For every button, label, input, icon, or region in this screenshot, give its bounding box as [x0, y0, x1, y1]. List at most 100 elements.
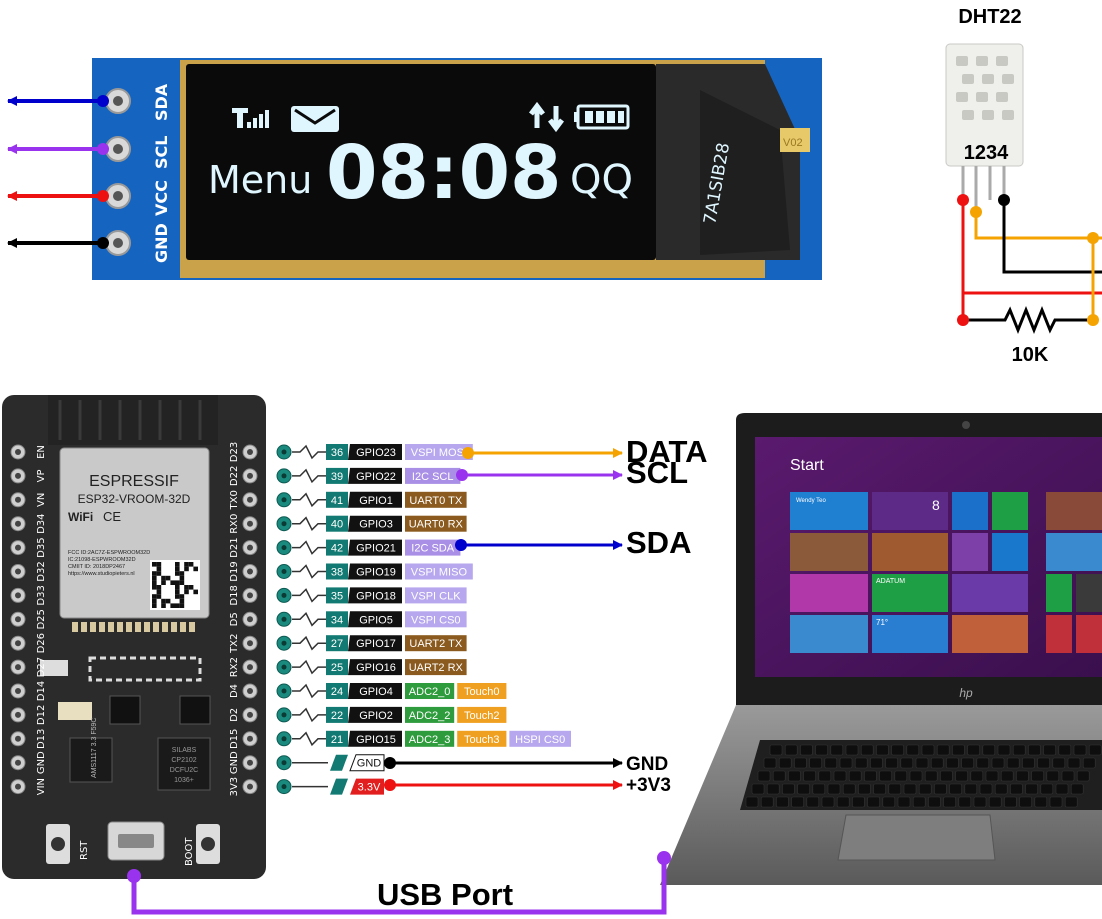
start-tile[interactable]: [790, 533, 868, 571]
keyboard-key[interactable]: [897, 796, 911, 808]
keyboard-key[interactable]: [812, 783, 826, 795]
start-tile[interactable]: [992, 533, 1028, 571]
keyboard-key[interactable]: [854, 757, 868, 769]
keyboard-key[interactable]: [900, 757, 914, 769]
start-tile[interactable]: [952, 533, 988, 571]
keyboard-key[interactable]: [1006, 757, 1020, 769]
keyboard-key[interactable]: [1000, 770, 1014, 782]
keyboard-key[interactable]: [1031, 770, 1044, 782]
keyboard-key[interactable]: [797, 783, 810, 795]
keyboard-key[interactable]: [958, 796, 972, 808]
keyboard-key[interactable]: [776, 796, 789, 808]
keyboard-key[interactable]: [1067, 757, 1081, 769]
keyboard-key[interactable]: [991, 757, 1005, 769]
keyboard-key[interactable]: [757, 770, 771, 782]
start-tile[interactable]: [790, 492, 868, 530]
keyboard-key[interactable]: [782, 783, 795, 795]
keyboard-key[interactable]: [803, 770, 816, 782]
start-tile[interactable]: [1046, 533, 1102, 571]
keyboard-key[interactable]: [979, 783, 993, 795]
keyboard-key[interactable]: [839, 757, 853, 769]
keyboard-key[interactable]: [1073, 744, 1087, 756]
start-tile[interactable]: [1046, 574, 1072, 612]
keyboard-key[interactable]: [1049, 796, 1063, 808]
start-tile[interactable]: [872, 615, 948, 653]
keyboard-key[interactable]: [769, 744, 783, 756]
keyboard-key[interactable]: [763, 757, 777, 769]
keyboard-key[interactable]: [778, 757, 792, 769]
touchpad[interactable]: [837, 814, 996, 861]
keyboard-key[interactable]: [827, 783, 841, 795]
keyboard-key[interactable]: [943, 796, 956, 808]
keyboard-key[interactable]: [997, 744, 1011, 756]
keyboard-key[interactable]: [964, 783, 978, 795]
keyboard-key[interactable]: [961, 757, 974, 769]
keyboard-key[interactable]: [1012, 744, 1026, 756]
start-tile[interactable]: [1046, 615, 1072, 653]
keyboard-key[interactable]: [1043, 744, 1056, 756]
keyboard-key[interactable]: [1064, 796, 1078, 808]
start-tile[interactable]: [1046, 492, 1102, 530]
keyboard-key[interactable]: [976, 757, 990, 769]
keyboard-key[interactable]: [751, 783, 765, 795]
keyboard-key[interactable]: [1019, 796, 1032, 808]
start-tile[interactable]: [952, 615, 1028, 653]
keyboard-key[interactable]: [784, 744, 798, 756]
keyboard-key[interactable]: [970, 770, 984, 782]
keyboard-key[interactable]: [1016, 770, 1029, 782]
start-tile[interactable]: [790, 574, 868, 612]
keyboard-key[interactable]: [1046, 770, 1060, 782]
start-tile[interactable]: [872, 492, 948, 530]
keyboard-key[interactable]: [809, 757, 822, 769]
keyboard-key[interactable]: [915, 757, 929, 769]
keyboard-key[interactable]: [1082, 757, 1096, 769]
start-tile[interactable]: [992, 492, 1028, 530]
start-tile[interactable]: [872, 533, 948, 571]
keyboard-key[interactable]: [982, 744, 996, 756]
keyboard-key[interactable]: [1034, 796, 1048, 808]
keyboard-key[interactable]: [818, 770, 832, 782]
keyboard-key[interactable]: [918, 783, 932, 795]
keyboard-key[interactable]: [830, 744, 844, 756]
keyboard-key[interactable]: [806, 796, 820, 808]
keyboard-key[interactable]: [860, 744, 874, 756]
keyboard-key[interactable]: [940, 770, 953, 782]
keyboard-key[interactable]: [994, 783, 1008, 795]
start-tile[interactable]: [1076, 615, 1102, 653]
keyboard-key[interactable]: [766, 783, 780, 795]
keyboard-key[interactable]: [876, 744, 889, 756]
keyboard-key[interactable]: [794, 757, 807, 769]
keyboard-key[interactable]: [1028, 744, 1041, 756]
keyboard-key[interactable]: [833, 770, 847, 782]
keyboard-key[interactable]: [952, 744, 965, 756]
keyboard-key[interactable]: [1088, 744, 1102, 756]
keyboard-key[interactable]: [985, 770, 999, 782]
keyboard-key[interactable]: [1058, 744, 1072, 756]
keyboard-key[interactable]: [934, 783, 947, 795]
keyboard-key[interactable]: [1004, 796, 1017, 808]
keyboard-key[interactable]: [949, 783, 962, 795]
keyboard-key[interactable]: [791, 796, 804, 808]
keyboard-key[interactable]: [867, 796, 880, 808]
start-tile[interactable]: [872, 574, 948, 612]
keyboard-key[interactable]: [772, 770, 786, 782]
keyboard-key[interactable]: [894, 770, 908, 782]
keyboard-key[interactable]: [903, 783, 917, 795]
keyboard-key[interactable]: [873, 783, 886, 795]
start-tile[interactable]: [952, 492, 988, 530]
start-tile[interactable]: [952, 574, 1028, 612]
keyboard-key[interactable]: [909, 770, 923, 782]
keyboard-key[interactable]: [1055, 783, 1069, 795]
keyboard-key[interactable]: [864, 770, 877, 782]
keyboard-key[interactable]: [1076, 770, 1090, 782]
keyboard-key[interactable]: [852, 796, 865, 808]
keyboard-key[interactable]: [930, 757, 944, 769]
keyboard-key[interactable]: [973, 796, 987, 808]
keyboard-key[interactable]: [946, 757, 959, 769]
keyboard-key[interactable]: [912, 796, 926, 808]
keyboard-key[interactable]: [936, 744, 950, 756]
keyboard-key[interactable]: [1070, 783, 1084, 795]
keyboard-key[interactable]: [842, 783, 856, 795]
keyboard-key[interactable]: [745, 796, 759, 808]
keyboard-key[interactable]: [858, 783, 871, 795]
